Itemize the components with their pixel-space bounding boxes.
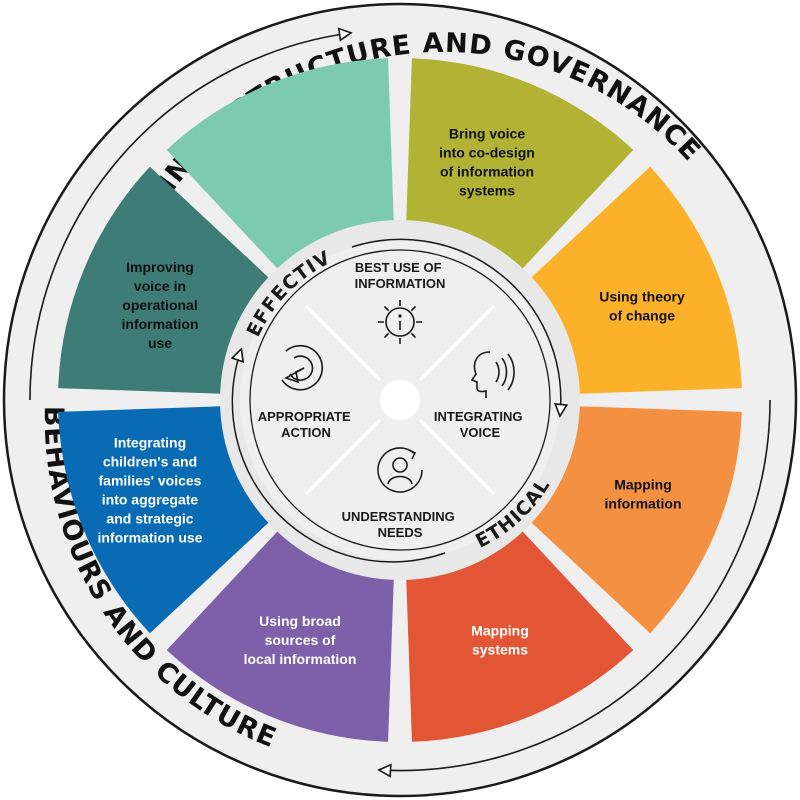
segment-label-line: Mapping: [614, 477, 672, 493]
hub-label-best-use: BEST USE OF INFORMATION: [355, 260, 446, 291]
segment-label-line: Mapping: [471, 623, 529, 639]
segment-label-line: Using broad: [259, 613, 341, 629]
segment-label-7: Integrating children's and families' voice…: [97, 435, 202, 546]
segment-label-line: voice in: [134, 278, 186, 294]
segment-label-line: Using theory: [599, 289, 685, 305]
hub-center-dot: [380, 380, 420, 420]
segment-label-line: families' voices: [99, 473, 202, 489]
bottom-ring-arrow: [380, 399, 771, 771]
segment-5: [166, 530, 394, 742]
segment-label-line: into aggregate: [102, 492, 199, 508]
target-pointer-icon: [281, 344, 324, 391]
info-gear-icon: [378, 300, 422, 344]
segment-label-line: operational: [122, 297, 197, 313]
hub-label-appropriate-action: APPROPRIATE ACTION: [258, 409, 355, 440]
hub-inner-outline: [249, 249, 551, 551]
person-refresh-icon: [377, 447, 423, 493]
segment-6: [58, 406, 270, 634]
hub-label-integrating-voice: INTEGRATING VOICE: [434, 409, 526, 440]
segment-label-line: and strategic: [106, 511, 193, 527]
segment-1: [406, 58, 634, 270]
segment-label-line: into co-design: [439, 145, 535, 161]
segments-layer: Drawing onnationaldatasetsBring voiceint…: [58, 58, 742, 742]
segment-8: [166, 58, 394, 270]
segment-label-line: Bring voice: [449, 126, 525, 142]
hub-label-understanding-needs: UNDERSTANDING NEEDS: [342, 509, 459, 540]
hub-divider-ne: [418, 304, 496, 382]
segment-label-line: Improving: [126, 259, 194, 275]
hub-arrow-top: [351, 238, 561, 415]
segment-7: [58, 166, 270, 394]
segment-label-line: Integrating: [114, 435, 186, 451]
top-ring-arrow: [29, 33, 350, 401]
segment-label-line: systems: [459, 183, 515, 199]
hub-divider-sw: [304, 418, 382, 496]
segment-label-3: Using theory of change: [599, 289, 685, 324]
segment-4: [406, 530, 634, 742]
speaking-head-icon: [470, 351, 515, 398]
segment-label-8: Improving voice in operational information u…: [122, 259, 199, 351]
segment-label-line: sources of: [265, 632, 336, 648]
segment-label-line: local information: [244, 651, 357, 667]
hub-divider-se: [418, 418, 496, 496]
segment-label-2: Bring voice into co-design of information s…: [439, 126, 535, 199]
segment-label-line: use: [148, 335, 172, 351]
segment-2: [530, 166, 742, 394]
segment-label-5: Mapping systems: [471, 623, 529, 658]
segment-label-line: children's and: [103, 454, 197, 470]
segment-label-line: information: [605, 496, 682, 512]
hub-divider-nw: [304, 304, 382, 382]
segment-label-6: Using broad sources of local information: [244, 613, 357, 667]
segment-3: [530, 406, 742, 634]
segment-label-line: information use: [97, 530, 202, 546]
segment-label-line: systems: [472, 642, 528, 658]
segment-label-line: of change: [609, 308, 675, 324]
hub-arrow-bottom: [232, 350, 446, 563]
segment-label-4: Mapping information: [605, 477, 682, 512]
segment-label-line: of information: [440, 164, 534, 180]
segment-label-line: information: [122, 316, 199, 332]
